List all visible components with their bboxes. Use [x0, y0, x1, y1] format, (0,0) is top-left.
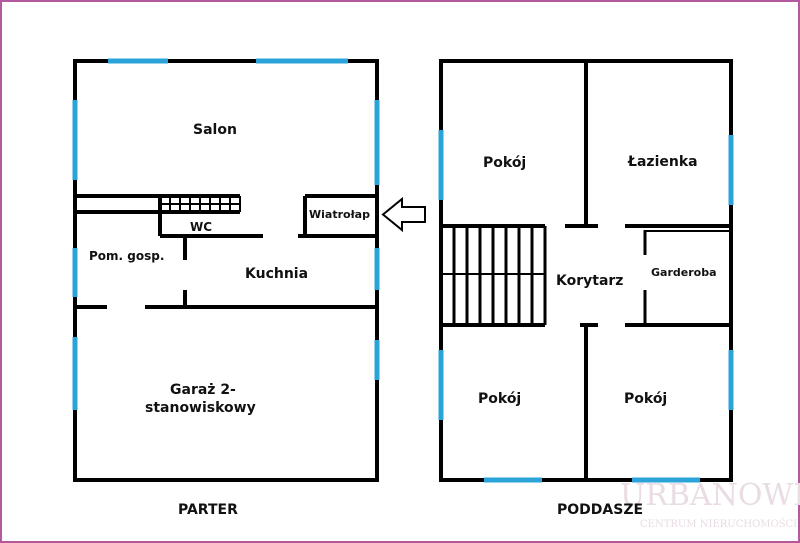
- parter-stairs: [160, 196, 241, 212]
- watermark: URBANOWICZ CENTRUM NIERUCHOMOŚCI: [620, 478, 800, 530]
- poddasze-title: PODDASZE: [557, 502, 643, 518]
- room-wiatrolap: Wiatrołap: [309, 208, 370, 221]
- parter-windows: [72, 58, 380, 410]
- watermark-name: URBANOWICZ: [620, 478, 800, 513]
- room-salon: Salon: [193, 122, 237, 138]
- room-pom-gosp: Pom. gosp.: [89, 249, 164, 263]
- parter-title: PARTER: [178, 502, 238, 518]
- room-kuchnia: Kuchnia: [245, 266, 308, 282]
- room-lazienka: Łazienka: [627, 154, 698, 170]
- poddasze-windows: [438, 130, 734, 483]
- parter-plan: [72, 58, 426, 482]
- watermark-subtitle: CENTRUM NIERUCHOMOŚCI: [640, 518, 797, 530]
- room-garaz-line1: Garaż 2-: [170, 382, 236, 398]
- room-garderoba: Garderoba: [651, 266, 717, 279]
- room-korytarz: Korytarz: [556, 273, 623, 289]
- room-pokoj-nw: Pokój: [483, 155, 526, 171]
- entrance-arrow-icon: [381, 196, 426, 233]
- poddasze-stairs: [441, 226, 547, 325]
- room-pokoj-se: Pokój: [624, 391, 667, 407]
- poddasze-plan: [438, 59, 734, 483]
- room-garaz-line2: stanowiskowy: [145, 400, 256, 416]
- room-wc: WC: [190, 220, 212, 234]
- room-pokoj-sw: Pokój: [478, 391, 521, 407]
